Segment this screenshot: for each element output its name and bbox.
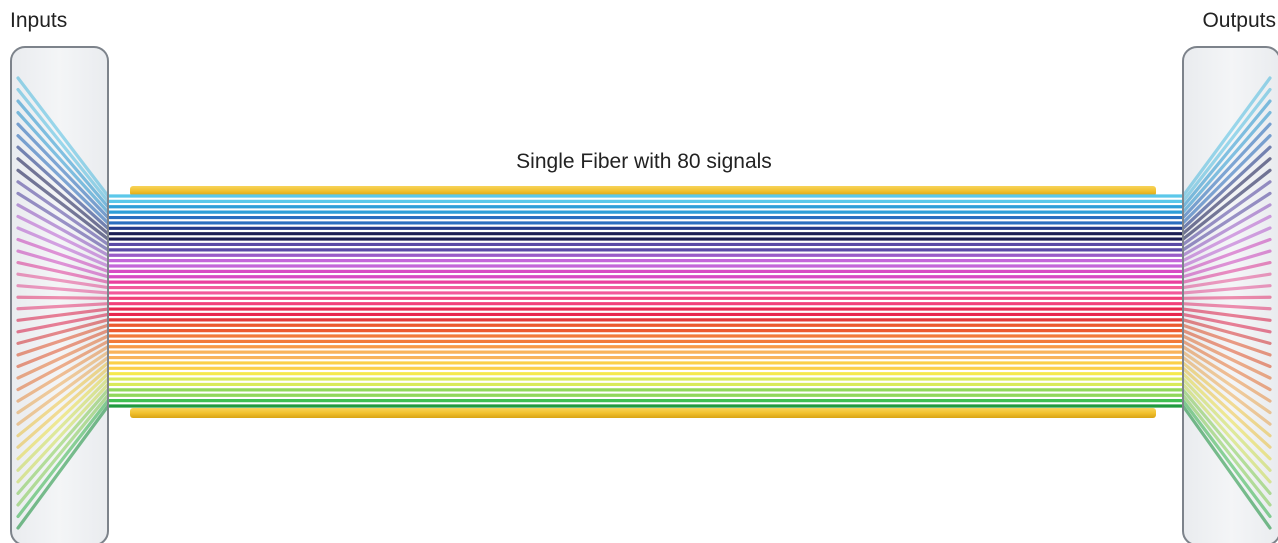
- signal-line: [16, 87, 1272, 203]
- signal-line: [16, 404, 1272, 530]
- signal-line: [16, 295, 1272, 300]
- signal-lines: [16, 76, 1272, 530]
- signal-line: [16, 76, 1272, 198]
- fiber-label: Single Fiber with 80 signals: [516, 150, 772, 173]
- input-multiplexer: [10, 46, 109, 543]
- outputs-label: Outputs: [1202, 9, 1276, 32]
- output-demultiplexer: [1182, 46, 1278, 543]
- inputs-label: Inputs: [10, 9, 67, 32]
